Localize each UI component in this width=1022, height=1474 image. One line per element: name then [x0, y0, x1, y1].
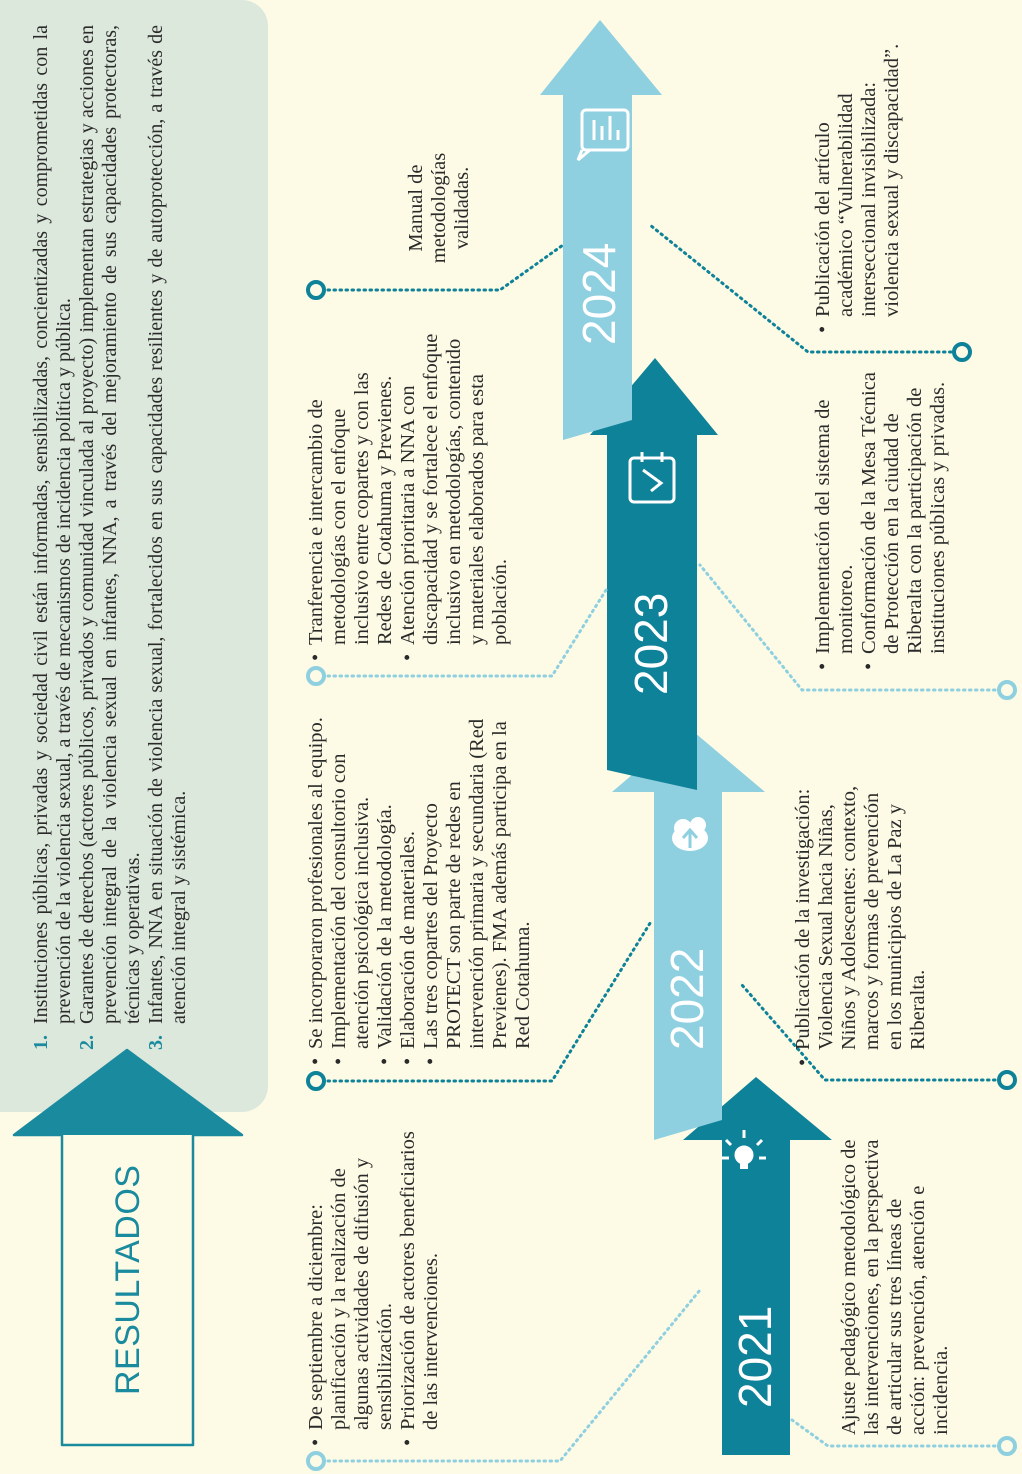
connector-2023-top — [320, 588, 608, 678]
milestone-2022-top: Se incorporaron profesionales al equipo.… — [305, 717, 535, 1067]
milestone-item: Se incorporaron profesionales al equipo. — [305, 717, 328, 1067]
chat-chart-icon — [576, 108, 630, 162]
arrow-2022 — [612, 727, 765, 1140]
milestone-dot — [997, 1070, 1017, 1090]
results-panel — [0, 0, 268, 1112]
connector-2021-bottom — [790, 1418, 1009, 1448]
milestone-item: Priorización de actores beneficiarios de… — [397, 1108, 443, 1448]
milestone-item: Manual de metodologías validadas. — [405, 152, 473, 264]
cloud-upload-icon — [672, 817, 708, 851]
connector-2022-top — [320, 918, 654, 1083]
milestone-dot — [306, 1071, 326, 1091]
milestone-dot — [306, 280, 326, 300]
milestone-item: Ajuste pedagógico metodológico de las in… — [838, 1139, 952, 1435]
calendar-check-icon — [628, 452, 676, 504]
milestone-item: De septiembre a diciembre: planificación… — [305, 1108, 397, 1448]
page-title: RESULTADOS — [109, 1164, 147, 1395]
milestone-item: Conformación de la Mesa Técnica de Prote… — [858, 372, 950, 672]
year-label-2023: 2023 — [625, 592, 677, 695]
milestone-2023-bottom: Implementación del sistema de monitoreo.… — [812, 372, 950, 672]
milestone-item: Implementación del sistema de monitoreo. — [812, 372, 858, 672]
milestone-item: Las tres copartes del Proyecto PROTECT s… — [420, 717, 535, 1067]
milestone-2024-top: Manual de metodologías validadas. — [405, 128, 474, 288]
year-label-2021: 2021 — [729, 1305, 781, 1408]
connector-2022-bottom — [740, 983, 1009, 1082]
milestone-item: Publicación de la investigación: Violenc… — [792, 778, 930, 1068]
milestone-2023-top: Tranferencia e intercambio de metodologí… — [305, 333, 512, 663]
connector-2023-bottom — [698, 563, 1009, 692]
connector-2024-bottom — [648, 223, 959, 354]
arrow-2024 — [540, 20, 662, 440]
milestone-dot — [952, 342, 972, 362]
milestone-dot — [306, 1451, 326, 1471]
title-arrowhead — [14, 1050, 242, 1135]
milestone-dot — [306, 666, 326, 686]
milestone-item: Publicación del artículo académico “Vuln… — [812, 35, 904, 335]
year-label-2024: 2024 — [573, 242, 625, 345]
arrow-2023 — [590, 358, 718, 790]
milestone-item: Atención prioritaria a NNA con discapaci… — [397, 333, 512, 663]
milestone-2024-bottom: Publicación del artículo académico “Vuln… — [812, 35, 904, 335]
milestone-item: Tranferencia e intercambio de metodologí… — [305, 333, 397, 663]
milestone-2021-bottom: Ajuste pedagógico metodológico de las in… — [838, 1135, 953, 1435]
milestone-dot — [997, 680, 1017, 700]
arrow-2021 — [683, 1077, 832, 1455]
milestone-2022-bottom: Publicación de la investigación: Violenc… — [792, 778, 930, 1068]
milestone-item: Validación de la metodología. — [374, 717, 397, 1067]
year-label-2022: 2022 — [661, 947, 713, 1050]
connector-2024-top — [320, 243, 565, 292]
milestone-dot — [997, 1436, 1017, 1456]
milestone-item: Implementación del consultorio con atenc… — [328, 717, 374, 1067]
lightbulb-icon — [722, 1130, 766, 1169]
milestone-item: Elaboración de materiales. — [397, 717, 420, 1067]
connector-2021-top — [320, 1288, 702, 1463]
milestone-2021-top: De septiembre a diciembre: planificación… — [305, 1108, 443, 1448]
